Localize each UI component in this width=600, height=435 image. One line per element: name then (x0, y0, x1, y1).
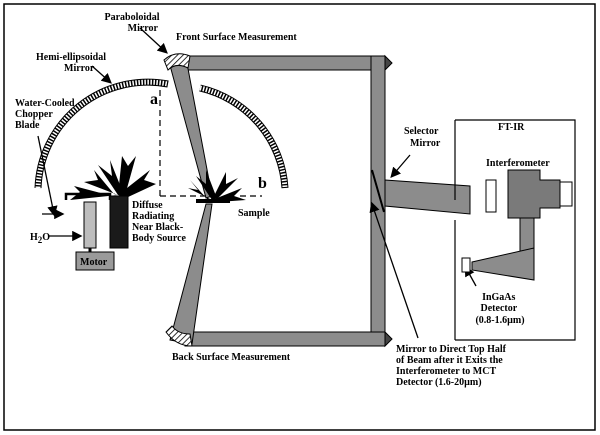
bottom-mirror (165, 325, 193, 347)
hemi-ellipsoidal-mirror (34, 78, 289, 189)
label-ingaas: InGaAs Detector (0.8-1.6µm) (475, 292, 524, 326)
label-hemi-ellipsoidal: Hemi-ellipsoidal Mirror (36, 52, 109, 74)
outer-frame (3, 3, 596, 431)
label-mct-mirror: Mirror to Direct Top Half of Beam after … (396, 344, 509, 388)
label-chopper: Water-Cooled Chopper Blade (15, 98, 77, 131)
label-paraboloidal-mirror: Paraboloidal Mirror (104, 12, 162, 34)
label-point-a: a (150, 91, 158, 108)
chopper-assembly (64, 192, 129, 271)
selector-mirror (371, 169, 385, 213)
sample-plate (196, 199, 230, 203)
label-selector-mirror: Selector Mirror (404, 126, 441, 149)
label-sample: Sample (238, 208, 270, 219)
label-front-surface: Front Surface Measurement (176, 32, 297, 43)
label-ftir: FT-IR (498, 122, 525, 133)
label-interferometer: Interferometer (486, 158, 550, 169)
pointer-arrows (37, 27, 477, 339)
paraboloidal-mirror (163, 53, 191, 71)
label-point-b: b (258, 175, 267, 192)
label-motor: Motor (80, 257, 108, 268)
label-h2o: H2O (30, 232, 50, 245)
corner-mirrors (384, 54, 393, 348)
focal-lines (159, 90, 262, 197)
label-back-surface: Back Surface Measurement (172, 352, 291, 363)
label-source: Diffuse Radiating Near Black- Body Sourc… (132, 200, 187, 244)
ftir-box (454, 119, 576, 341)
sample-burst (188, 170, 246, 202)
beam-path (167, 55, 535, 347)
